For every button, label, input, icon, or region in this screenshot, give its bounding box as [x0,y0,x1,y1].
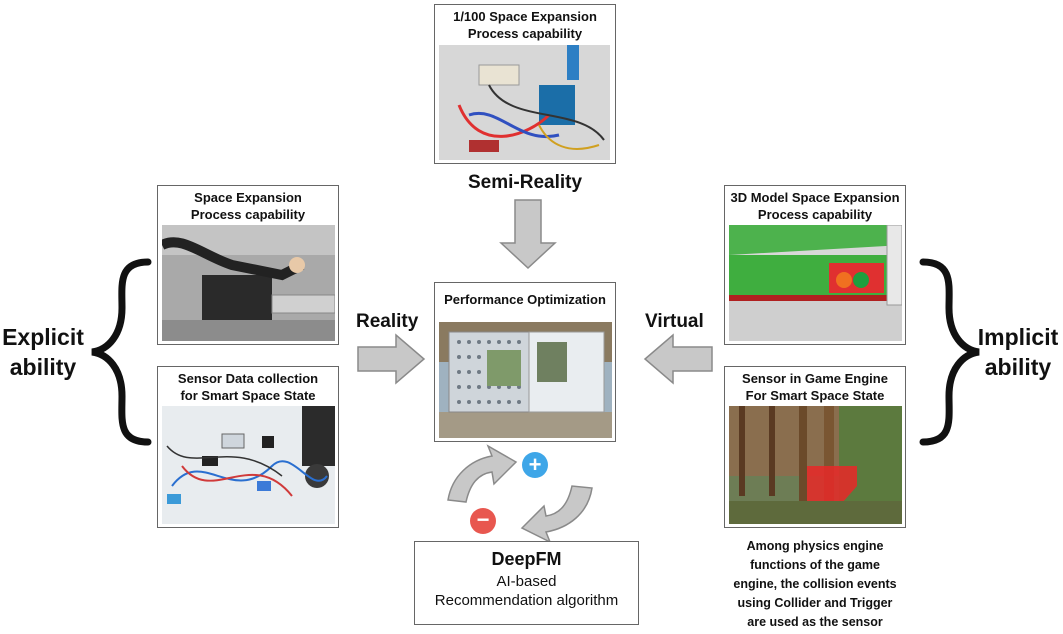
photo-space-expansion-device [162,225,335,341]
deepfm-line2: Recommendation algorithm [434,592,619,609]
arrow-right-reality [357,333,426,385]
card-deepfm: DeepFM AI-based Recommendation algorithm [414,541,639,625]
left-brace [91,258,152,446]
card-title: Performance Optimization [444,292,606,307]
card-sensor-in-game-engine: Sensor in Game Engine For Smart Space St… [724,366,906,528]
card-title: 1/100 Space Expansion Process capability [453,9,597,41]
label-semi-reality: Semi-Reality [468,172,583,193]
loop-arrow-upper [447,444,518,503]
photo-sensor-wiring [162,406,335,524]
photo-modular-pavilion [439,322,612,438]
card-title: Space Expansion Process capability [190,190,306,222]
photo-3d-model-render [729,225,902,341]
plus-icon: + [522,452,548,478]
card-1-100-space-expansion: 1/100 Space Expansion Process capability [434,4,616,164]
label-virtual: Virtual [645,311,704,332]
game-engine-sensor-note: Among physics engine functions of the ga… [733,539,897,629]
deepfm-title: DeepFM [491,549,562,569]
label-implicit-ability: Implicit ability [977,324,1059,380]
card-space-expansion: Space Expansion Process capability [157,185,339,345]
loop-arrow-lower [520,485,593,544]
arrow-down-semi-reality [499,199,557,270]
photo-arduino-prototype [439,45,610,160]
arrow-left-virtual [643,333,713,385]
right-brace [919,258,980,446]
label-reality: Reality [356,311,419,332]
card-performance-optimization: Performance Optimization [434,282,616,442]
card-sensor-data-collection: Sensor Data collection for Smart Space S… [157,366,339,528]
photo-game-engine-sensor [729,406,902,524]
card-title: Sensor in Game Engine For Smart Space St… [742,371,888,403]
card-title: Sensor Data collection for Smart Space S… [177,371,319,403]
deepfm-line1: AI-based [496,573,557,590]
label-explicit-ability: Explicit ability [2,324,84,380]
card-3d-model-space-expansion: 3D Model Space Expansion Process capabil… [724,185,906,345]
minus-icon: − [470,508,496,534]
card-title: 3D Model Space Expansion Process capabil… [730,190,900,222]
